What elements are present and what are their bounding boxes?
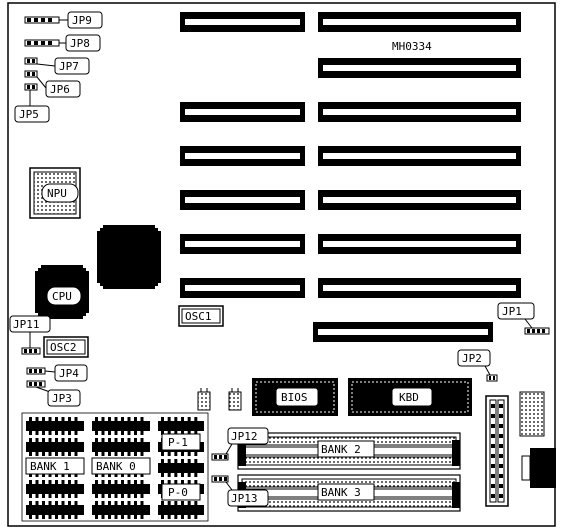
kbd-chip[interactable]: KBD [348, 378, 472, 416]
bank3-label: BANK 3 [321, 486, 361, 499]
osc1[interactable]: OSC1 [178, 305, 224, 327]
jumper-jp6[interactable]: JP6 [24, 70, 81, 98]
dram-chip [26, 417, 84, 435]
bank-label-box [91, 457, 151, 475]
parity-label-box [161, 483, 201, 501]
parity-chips[interactable]: P-1 P-0 [158, 417, 204, 519]
dram-chip [92, 501, 150, 519]
chipset [97, 225, 161, 289]
bank2-label: BANK 2 [321, 443, 361, 456]
jp1-label: JP1 [502, 305, 522, 318]
dram-chip [26, 480, 84, 498]
bank1-label: BANK 1 [30, 460, 70, 473]
jp11-label: JP11 [13, 318, 40, 331]
jp9-label: JP9 [72, 14, 92, 27]
npu-socket[interactable]: NPU [29, 167, 81, 219]
simm-bank-2[interactable]: BANK 2 [237, 432, 461, 470]
cpu-label: CPU [52, 290, 72, 303]
jp8-label: JP8 [70, 37, 90, 50]
model-code: MH0334 [392, 40, 432, 53]
dram-chip [158, 459, 204, 477]
osc2-label: OSC2 [50, 341, 77, 354]
jp5-label: JP5 [19, 108, 39, 121]
jumper-jp11[interactable]: JP11 [9, 315, 51, 355]
slots-left [180, 12, 305, 298]
keyboard-connector [521, 448, 556, 488]
kbd-label: KBD [399, 391, 419, 404]
jp2-label: JP2 [462, 352, 482, 365]
jumper-jp1[interactable]: JP1 [497, 302, 550, 335]
battery [519, 391, 545, 437]
capacitors [197, 388, 242, 411]
jumper-jp4[interactable]: JP4 [26, 364, 88, 382]
jp13-label: JP13 [231, 492, 258, 505]
dram-chip [92, 480, 150, 498]
jp12-label: JP12 [231, 430, 258, 443]
bios-chip[interactable]: BIOS [252, 378, 338, 416]
jumper-jp8[interactable]: JP8 [24, 34, 101, 52]
jp3-label: JP3 [52, 392, 72, 405]
jumper-jp12[interactable]: JP12 [211, 427, 269, 461]
board-outline [7, 2, 556, 527]
osc1-label: OSC1 [185, 310, 212, 323]
dram-chip [92, 417, 150, 435]
dram-chip [92, 438, 150, 456]
dram-chip [158, 501, 204, 519]
jumper-jp3[interactable]: JP3 [26, 380, 81, 407]
dram-bank-1[interactable]: BANK 1 [25, 417, 85, 519]
p1-label: P-1 [168, 436, 188, 449]
dram-bank-0[interactable]: BANK 0 [91, 417, 151, 519]
dram-chip [26, 501, 84, 519]
jumper-jp2[interactable]: JP2 [457, 349, 498, 382]
npu-label: NPU [47, 187, 67, 200]
bios-label: BIOS [281, 391, 308, 404]
jumper-jp9[interactable]: JP9 [24, 11, 103, 29]
parity-label-box [161, 433, 201, 451]
slots-right [313, 12, 521, 342]
jumper-jp7[interactable]: JP7 [24, 57, 90, 75]
jp7-label: JP7 [59, 60, 79, 73]
osc2[interactable]: OSC2 [43, 336, 89, 358]
dram-chip [26, 438, 84, 456]
cpu-chip[interactable]: CPU [35, 265, 89, 319]
jp6-label: JP6 [50, 83, 70, 96]
dram-chip [158, 417, 204, 435]
dram-area-outline [21, 412, 209, 522]
bank0-label: BANK 0 [96, 460, 136, 473]
power-connector [485, 395, 509, 507]
simm-bank-3[interactable]: BANK 3 [237, 474, 461, 512]
jp4-label: JP4 [59, 367, 79, 380]
jumper-jp13[interactable]: JP13 [211, 475, 269, 507]
p0-label: P-0 [168, 486, 188, 499]
bank-label-box [25, 457, 85, 475]
jumper-jp5[interactable]: JP5 [14, 83, 50, 123]
